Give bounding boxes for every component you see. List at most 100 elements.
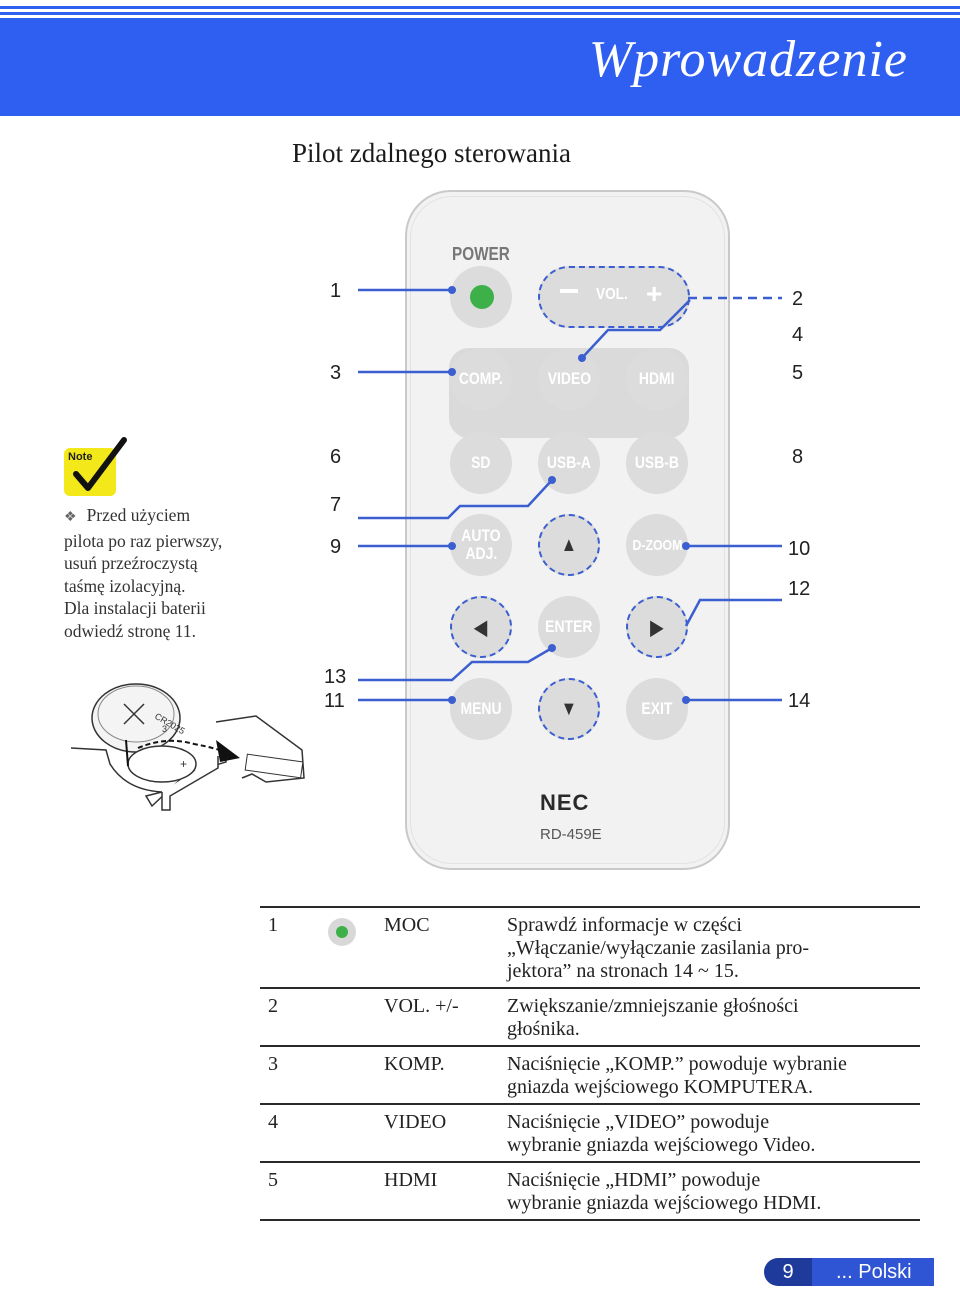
video-label: VIDEO — [547, 369, 591, 388]
row-name: VOL. +/- — [384, 995, 459, 1017]
sd-button[interactable]: SD — [450, 432, 512, 494]
usb-a-label: USB-A — [546, 453, 592, 472]
callout-number: 11 — [324, 690, 345, 712]
row-description: Zwiększanie/zmniejszanie głośności głośn… — [507, 989, 920, 1045]
callout-dot — [448, 286, 456, 294]
language-label: ... Polski — [812, 1258, 934, 1286]
row-description: Naciśnięcie „VIDEO” powoduje wybranie gn… — [507, 1105, 920, 1161]
desc-line: Zwiększanie/zmniejszanie głośności — [507, 995, 799, 1017]
table-row: 4 VIDEO Naciśnięcie „VIDEO” powoduje wyb… — [260, 1103, 920, 1161]
note-line: pilota po raz pierwszy, — [64, 530, 223, 551]
desc-line: gniazda wejściowego KOMPUTERA. — [507, 1076, 814, 1098]
desc-line: jektora” na stronach 14 ~ 15. — [507, 960, 739, 982]
menu-button[interactable]: MENU — [450, 678, 512, 740]
volume-button[interactable] — [538, 266, 690, 328]
table-row: 3 KOMP. Naciśnięcie „KOMP.” powoduje wyb… — [260, 1045, 920, 1103]
power-led-icon — [470, 285, 494, 309]
right-arrow-button[interactable]: ▶ — [626, 596, 688, 658]
table-row: 1 MOC Sprawdź informacje w części „Włącz… — [260, 906, 920, 987]
page-title: Pilot zdalnego sterowania — [292, 138, 571, 168]
callout-dot — [578, 354, 586, 362]
header-title: Wprowadzenie — [588, 31, 908, 88]
callout-line — [358, 646, 553, 682]
callout-number: 8 — [792, 446, 804, 468]
desc-line: Naciśnięcie „VIDEO” powoduje — [507, 1111, 770, 1133]
desc-line: wybranie gniazda wejściowego HDMI. — [507, 1192, 822, 1214]
table-row: 2 VOL. +/- Zwiększanie/zmniejszanie głoś… — [260, 987, 920, 1045]
button-description-table: 1 MOC Sprawdź informacje w części „Włącz… — [260, 906, 920, 1221]
callout-dot — [682, 696, 690, 704]
note-line: usuń przeźroczystą — [64, 553, 198, 573]
callout-line — [581, 299, 691, 359]
menu-label: MENU — [460, 699, 502, 718]
callout-number: 5 — [792, 362, 804, 384]
battery-voltage: 3 — [162, 724, 167, 734]
model-number: RD-459E — [540, 826, 602, 843]
note-line: odwiedź stronę 11. — [64, 620, 197, 641]
nec-logo: NEC — [540, 790, 590, 815]
left-arrow-button[interactable]: ◀ — [450, 596, 512, 658]
remote-inner-outline — [410, 196, 725, 864]
hdmi-button[interactable]: HDMI — [626, 348, 688, 410]
callout-dot — [448, 368, 456, 376]
video-button[interactable]: VIDEO — [538, 348, 600, 410]
up-arrow-icon: ▲ — [560, 533, 578, 556]
volume-label: VOL. — [596, 286, 628, 303]
enter-button[interactable]: ENTER — [538, 596, 600, 658]
callout-number: 4 — [792, 324, 804, 346]
row-name: KOMP. — [384, 1053, 445, 1075]
diamond-bullet-icon: ❖ — [64, 510, 77, 525]
power-button-icon — [328, 918, 356, 946]
comp-label: COMP. — [459, 369, 503, 388]
callout-line — [358, 479, 553, 520]
battery-plus-sign: + — [180, 757, 187, 771]
row-number: 4 — [268, 1111, 278, 1133]
callout-dot — [448, 696, 456, 704]
desc-line: Sprawdź informacje w części — [507, 914, 742, 936]
up-arrow-button[interactable]: ▲ — [538, 514, 600, 576]
callout-number: 13 — [324, 666, 347, 688]
callout-number: 12 — [788, 578, 811, 600]
d-zoom-label: D-ZOOM — [632, 536, 682, 554]
note-line: Dla instalacji baterii — [64, 598, 206, 618]
header-stripe — [0, 6, 960, 9]
hdmi-label: HDMI — [639, 369, 675, 388]
row-name: HDMI — [384, 1169, 438, 1191]
enter-label: ENTER — [545, 617, 593, 636]
power-label: POWER — [452, 244, 510, 264]
page-header: Wprowadzenie — [0, 0, 960, 120]
callout-number: 7 — [330, 494, 342, 516]
comp-button[interactable]: COMP. — [450, 348, 512, 410]
callout-number: 9 — [330, 536, 342, 558]
d-zoom-button[interactable]: D-ZOOM — [626, 514, 688, 576]
usb-b-label: USB-B — [634, 453, 680, 472]
callout-line — [684, 598, 782, 627]
desc-line: głośnika. — [507, 1018, 580, 1040]
callout-number: 6 — [330, 446, 342, 468]
callout-number: 3 — [330, 362, 342, 384]
page-footer: 9 ... Polski — [764, 1258, 934, 1286]
callout-dot — [682, 542, 690, 550]
page-number: 9 — [764, 1258, 812, 1286]
plus-icon: + — [646, 278, 663, 309]
desc-line: Naciśnięcie „KOMP.” powoduje wybranie — [507, 1053, 847, 1075]
callout-dot — [548, 644, 556, 652]
callout-number: 2 — [792, 288, 804, 310]
usb-b-button[interactable]: USB-B — [626, 432, 688, 494]
battery-illustration: CR2025 3 + — [70, 683, 305, 811]
auto-adj-button[interactable]: AUTO ADJ. — [450, 514, 512, 576]
note-text: ❖Przed użyciem pilota po raz pierwszy, u… — [64, 504, 274, 642]
row-number: 5 — [268, 1169, 278, 1191]
callout-number: 14 — [788, 690, 811, 712]
auto-adj-label: AUTO — [461, 526, 501, 545]
callout-dot — [548, 476, 556, 484]
exit-label: EXIT — [641, 699, 673, 718]
desc-line: „Włączanie/wyłączanie zasilania pro- — [507, 937, 810, 959]
callout-number: 10 — [788, 538, 811, 560]
table-row: 5 HDMI Naciśnięcie „HDMI” powoduje wybra… — [260, 1161, 920, 1221]
header-stripe — [0, 12, 960, 15]
down-arrow-button[interactable]: ▼ — [538, 678, 600, 740]
row-number: 1 — [268, 914, 278, 936]
exit-button[interactable]: EXIT — [626, 678, 688, 740]
